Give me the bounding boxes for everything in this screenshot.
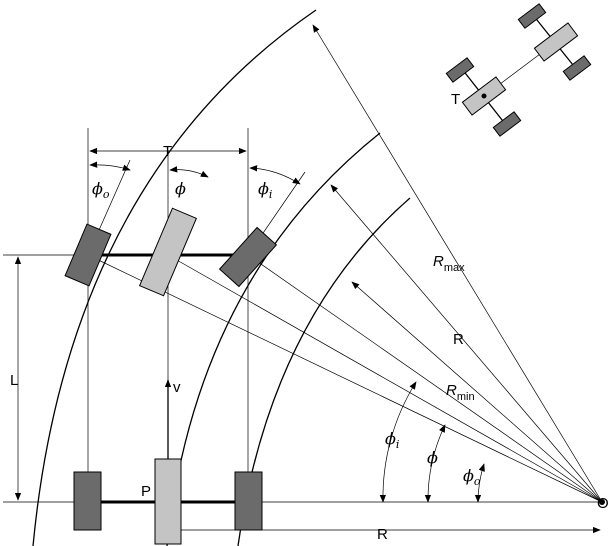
front-center-wheel (138, 207, 198, 297)
r-max-arrow (312, 24, 603, 503)
r-min-arrow (351, 281, 603, 503)
angle-arc-phi-i (379, 381, 417, 503)
phi-label-bottom: ϕ (427, 448, 438, 467)
rear-inner-wheel (234, 471, 263, 531)
track-label: T (163, 143, 172, 160)
rear-outer-wheel (73, 471, 102, 531)
angle-arc-phi-o (474, 463, 485, 503)
velocity-label: v (173, 379, 181, 396)
steer-arc-phi-i (249, 165, 301, 185)
ray-outer-wheel (87, 254, 603, 503)
steer-arc-phi (169, 166, 209, 178)
front-outer-wheel (64, 223, 112, 287)
point-p-label: P (141, 483, 151, 500)
front-inner-wheel (218, 226, 278, 288)
phi-o-label-bottom: ϕo (463, 466, 481, 488)
middle-turning-arc (166, 132, 381, 546)
center-o-label: O (597, 495, 609, 512)
r-arrow (330, 184, 603, 503)
ray-center-wheel (167, 254, 603, 503)
phi-i-label-bottom: ϕi (385, 429, 399, 451)
steer-arc-phi-o (89, 161, 131, 171)
phi-o-label-top: ϕo (92, 179, 110, 201)
inset-vehicle-sketch (445, 3, 592, 137)
rear-center-wheel (154, 458, 182, 545)
center-point-o (599, 499, 605, 505)
wheelbase-label: L (10, 372, 18, 389)
bottom-r-label: R (377, 526, 388, 543)
phi-i-label-top: ϕi (258, 179, 272, 201)
angle-arc-phi (424, 424, 446, 503)
ray-inner-wheel (247, 254, 603, 503)
phi-label-top: ϕ (175, 179, 186, 198)
r-max-label: Rmax (433, 253, 465, 274)
r-label: R (453, 331, 464, 348)
r-min-label: Rmin (446, 382, 475, 403)
outer-turning-arc (32, 9, 317, 546)
inset-track-label: T (451, 91, 460, 108)
